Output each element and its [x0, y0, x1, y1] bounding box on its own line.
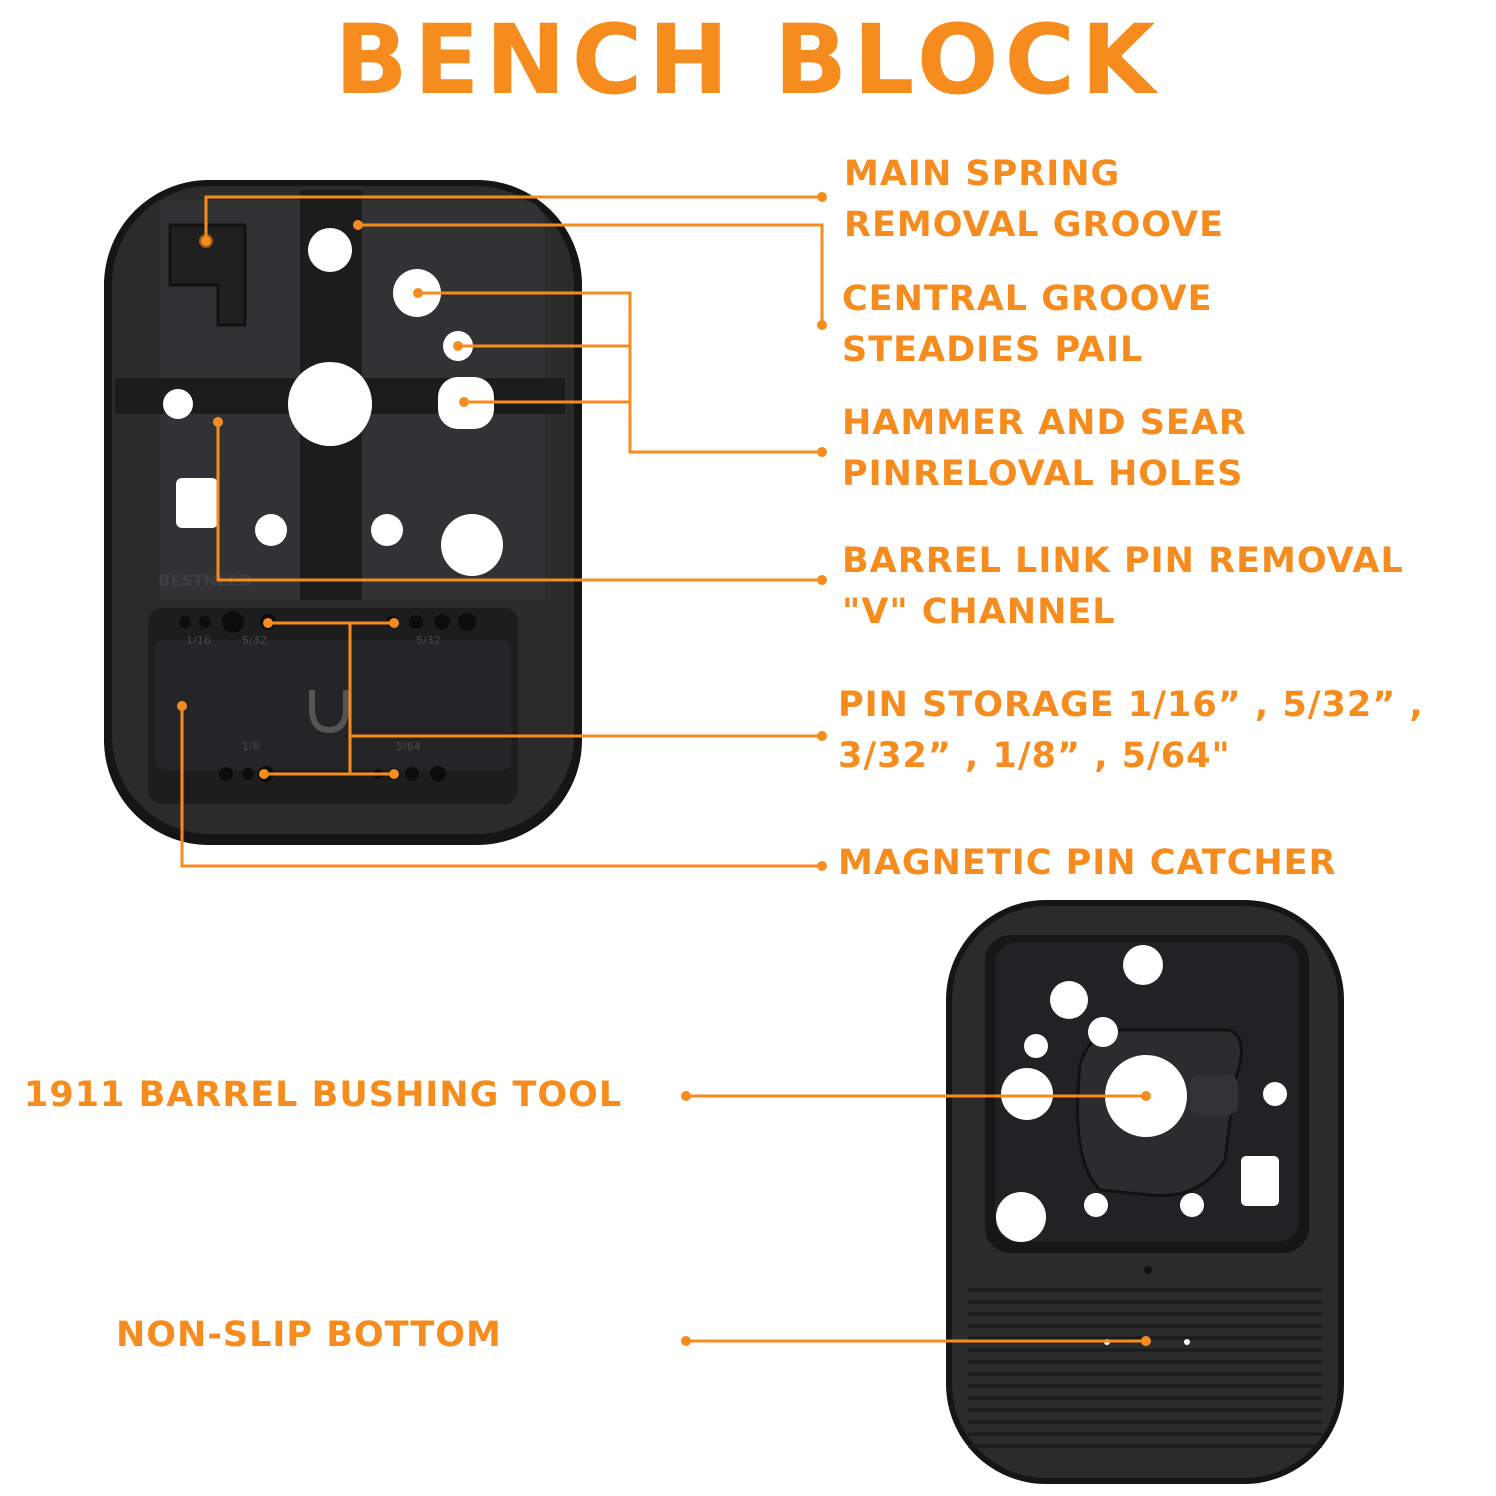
pin-hole: [405, 767, 419, 781]
leader-line: [180, 706, 822, 868]
leader-lines: [180, 195, 1146, 1343]
bench-block-bottom-view: [946, 900, 1344, 1484]
hole: [1263, 1082, 1287, 1106]
small-hole: [1144, 1266, 1152, 1274]
pin-hole: [242, 768, 254, 780]
callout-non-slip: NON-SLIP BOTTOM: [116, 1315, 502, 1355]
hole: [1088, 1017, 1118, 1047]
size-label: 5/64: [396, 740, 421, 753]
leader-line: [264, 621, 822, 776]
leader-line: [216, 422, 822, 582]
leader-dot: [263, 618, 273, 628]
size-label: 1/8: [242, 740, 260, 753]
leader-dot: [201, 236, 211, 246]
bench-block-holes: [163, 228, 503, 576]
callout-bushing-tool: 1911 BARREL BUSHING TOOL: [24, 1075, 623, 1115]
leader-dot: [1141, 1336, 1151, 1346]
pin-hole: [434, 614, 450, 630]
small-hole: [1184, 1339, 1190, 1345]
leader-dot: [817, 861, 827, 871]
pin-hole: [430, 766, 446, 782]
leader-dot: [453, 341, 463, 351]
leader-dot: [817, 192, 827, 202]
leader-dot: [389, 618, 399, 628]
leader-line: [418, 291, 822, 454]
hole: [163, 389, 193, 419]
pin-hole: [222, 611, 244, 633]
hole: [255, 514, 287, 546]
bench-block-top-view: [104, 180, 582, 845]
leader-line: [358, 223, 824, 325]
hole: [1001, 1068, 1053, 1120]
hole: [288, 362, 372, 446]
pin-hole: [458, 613, 476, 631]
page-title: BENCH BLOCK: [334, 4, 1162, 116]
hole: [1084, 1193, 1108, 1217]
leader-dot: [1141, 1091, 1151, 1101]
leader-dot: [413, 288, 423, 298]
leader-dots: [177, 192, 1151, 1346]
pin-hole: [219, 767, 233, 781]
hole: [996, 1192, 1046, 1242]
callout-pin-storage: PIN STORAGE 1/16” , 5/32” ,3/32” , 1/8” …: [838, 685, 1424, 776]
leader-line: [204, 195, 822, 241]
leader-dot: [177, 701, 187, 711]
non-slip-ribs: [968, 1288, 1322, 1448]
hole: [1123, 945, 1163, 985]
pin-hole: [409, 615, 423, 629]
leader-dot: [259, 769, 269, 779]
hole: [1180, 1193, 1204, 1217]
leader-dot: [459, 397, 469, 407]
hole: [441, 514, 503, 576]
size-label: 1/16: [186, 634, 211, 647]
leader-dot: [389, 769, 399, 779]
size-markings: 1/16 5/32 5/32 1/8 5/64: [186, 634, 441, 753]
hole: [1024, 1034, 1048, 1058]
leader-dot: [213, 417, 223, 427]
pin-hole: [179, 616, 191, 628]
hole: [1050, 981, 1088, 1019]
hole: [308, 228, 352, 272]
leader-dot: [817, 320, 827, 330]
size-label: 5/32: [242, 634, 267, 647]
leader-dot: [817, 447, 827, 457]
leader-dot: [681, 1091, 691, 1101]
leader-dot: [817, 731, 827, 741]
callout-magnetic: MAGNETIC PIN CATCHER: [838, 843, 1337, 883]
leader-dot: [681, 1336, 691, 1346]
brand-marking: BESTNEED: [158, 571, 252, 590]
callout-barrel-link: BARREL LINK PIN REMOVAL"V" CHANNEL: [842, 541, 1404, 632]
pin-hole: [199, 616, 211, 628]
size-label: 5/32: [416, 634, 441, 647]
leader-dot: [817, 575, 827, 585]
leader-dot: [353, 220, 363, 230]
hole: [1241, 1156, 1279, 1206]
hole: [371, 514, 403, 546]
